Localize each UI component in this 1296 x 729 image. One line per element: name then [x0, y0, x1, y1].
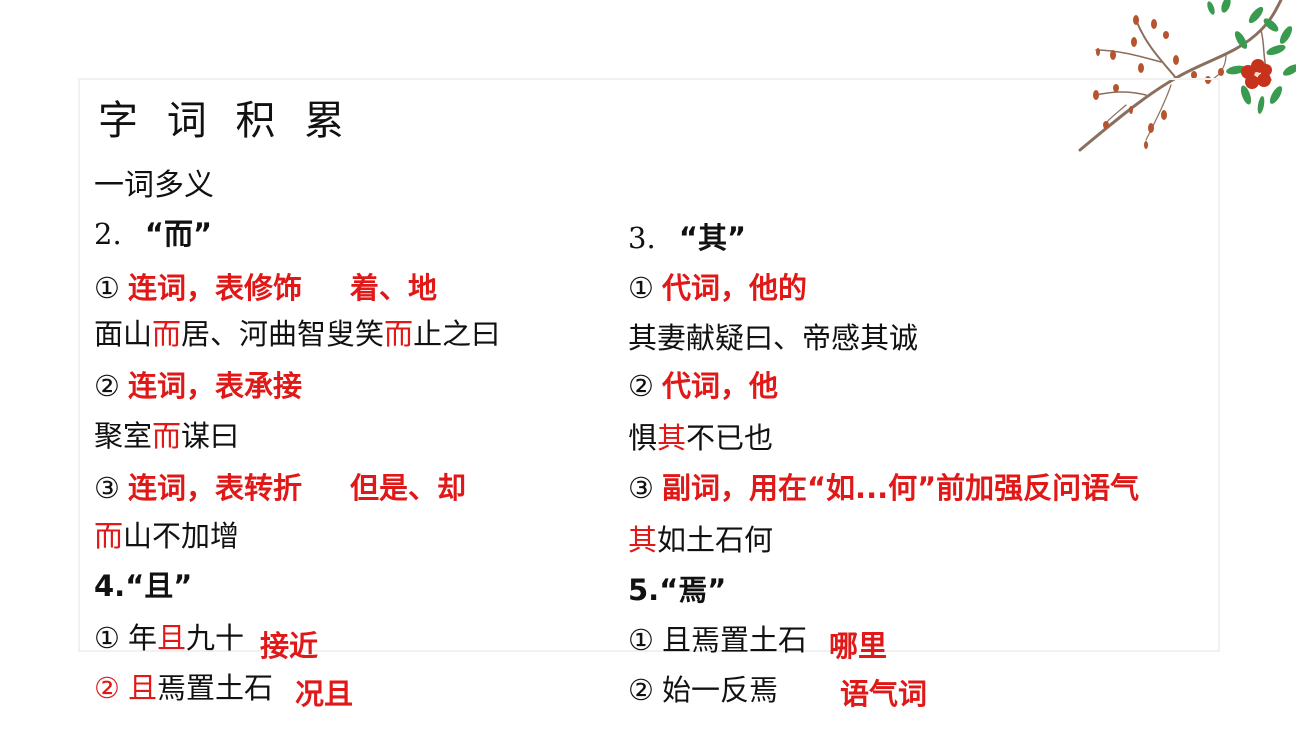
content-frame — [78, 78, 1220, 652]
qi-example-1: 其妻献疑曰、帝感其诚 — [628, 321, 919, 355]
er-example-2: 聚室而谋曰 — [94, 419, 240, 453]
heading-qi: 3. “其” — [628, 221, 747, 255]
heading-yan: 5.“焉” — [628, 573, 727, 607]
section-subtitle: 一词多义 — [94, 168, 214, 203]
flower-branch-decoration — [1078, 0, 1296, 152]
heading-er: 2. “而” — [94, 217, 213, 251]
er-example-3: 而山不加增 — [94, 519, 240, 553]
qi-example-2: 惧其不已也 — [628, 421, 774, 455]
heading-qie: 4.“且” — [94, 569, 193, 603]
slide-title: 字 词 积 累 — [98, 98, 353, 144]
er-example-1: 面山而居、河曲智叟笑而止之曰 — [94, 317, 501, 351]
qi-example-3: 其如土石何 — [628, 523, 774, 557]
